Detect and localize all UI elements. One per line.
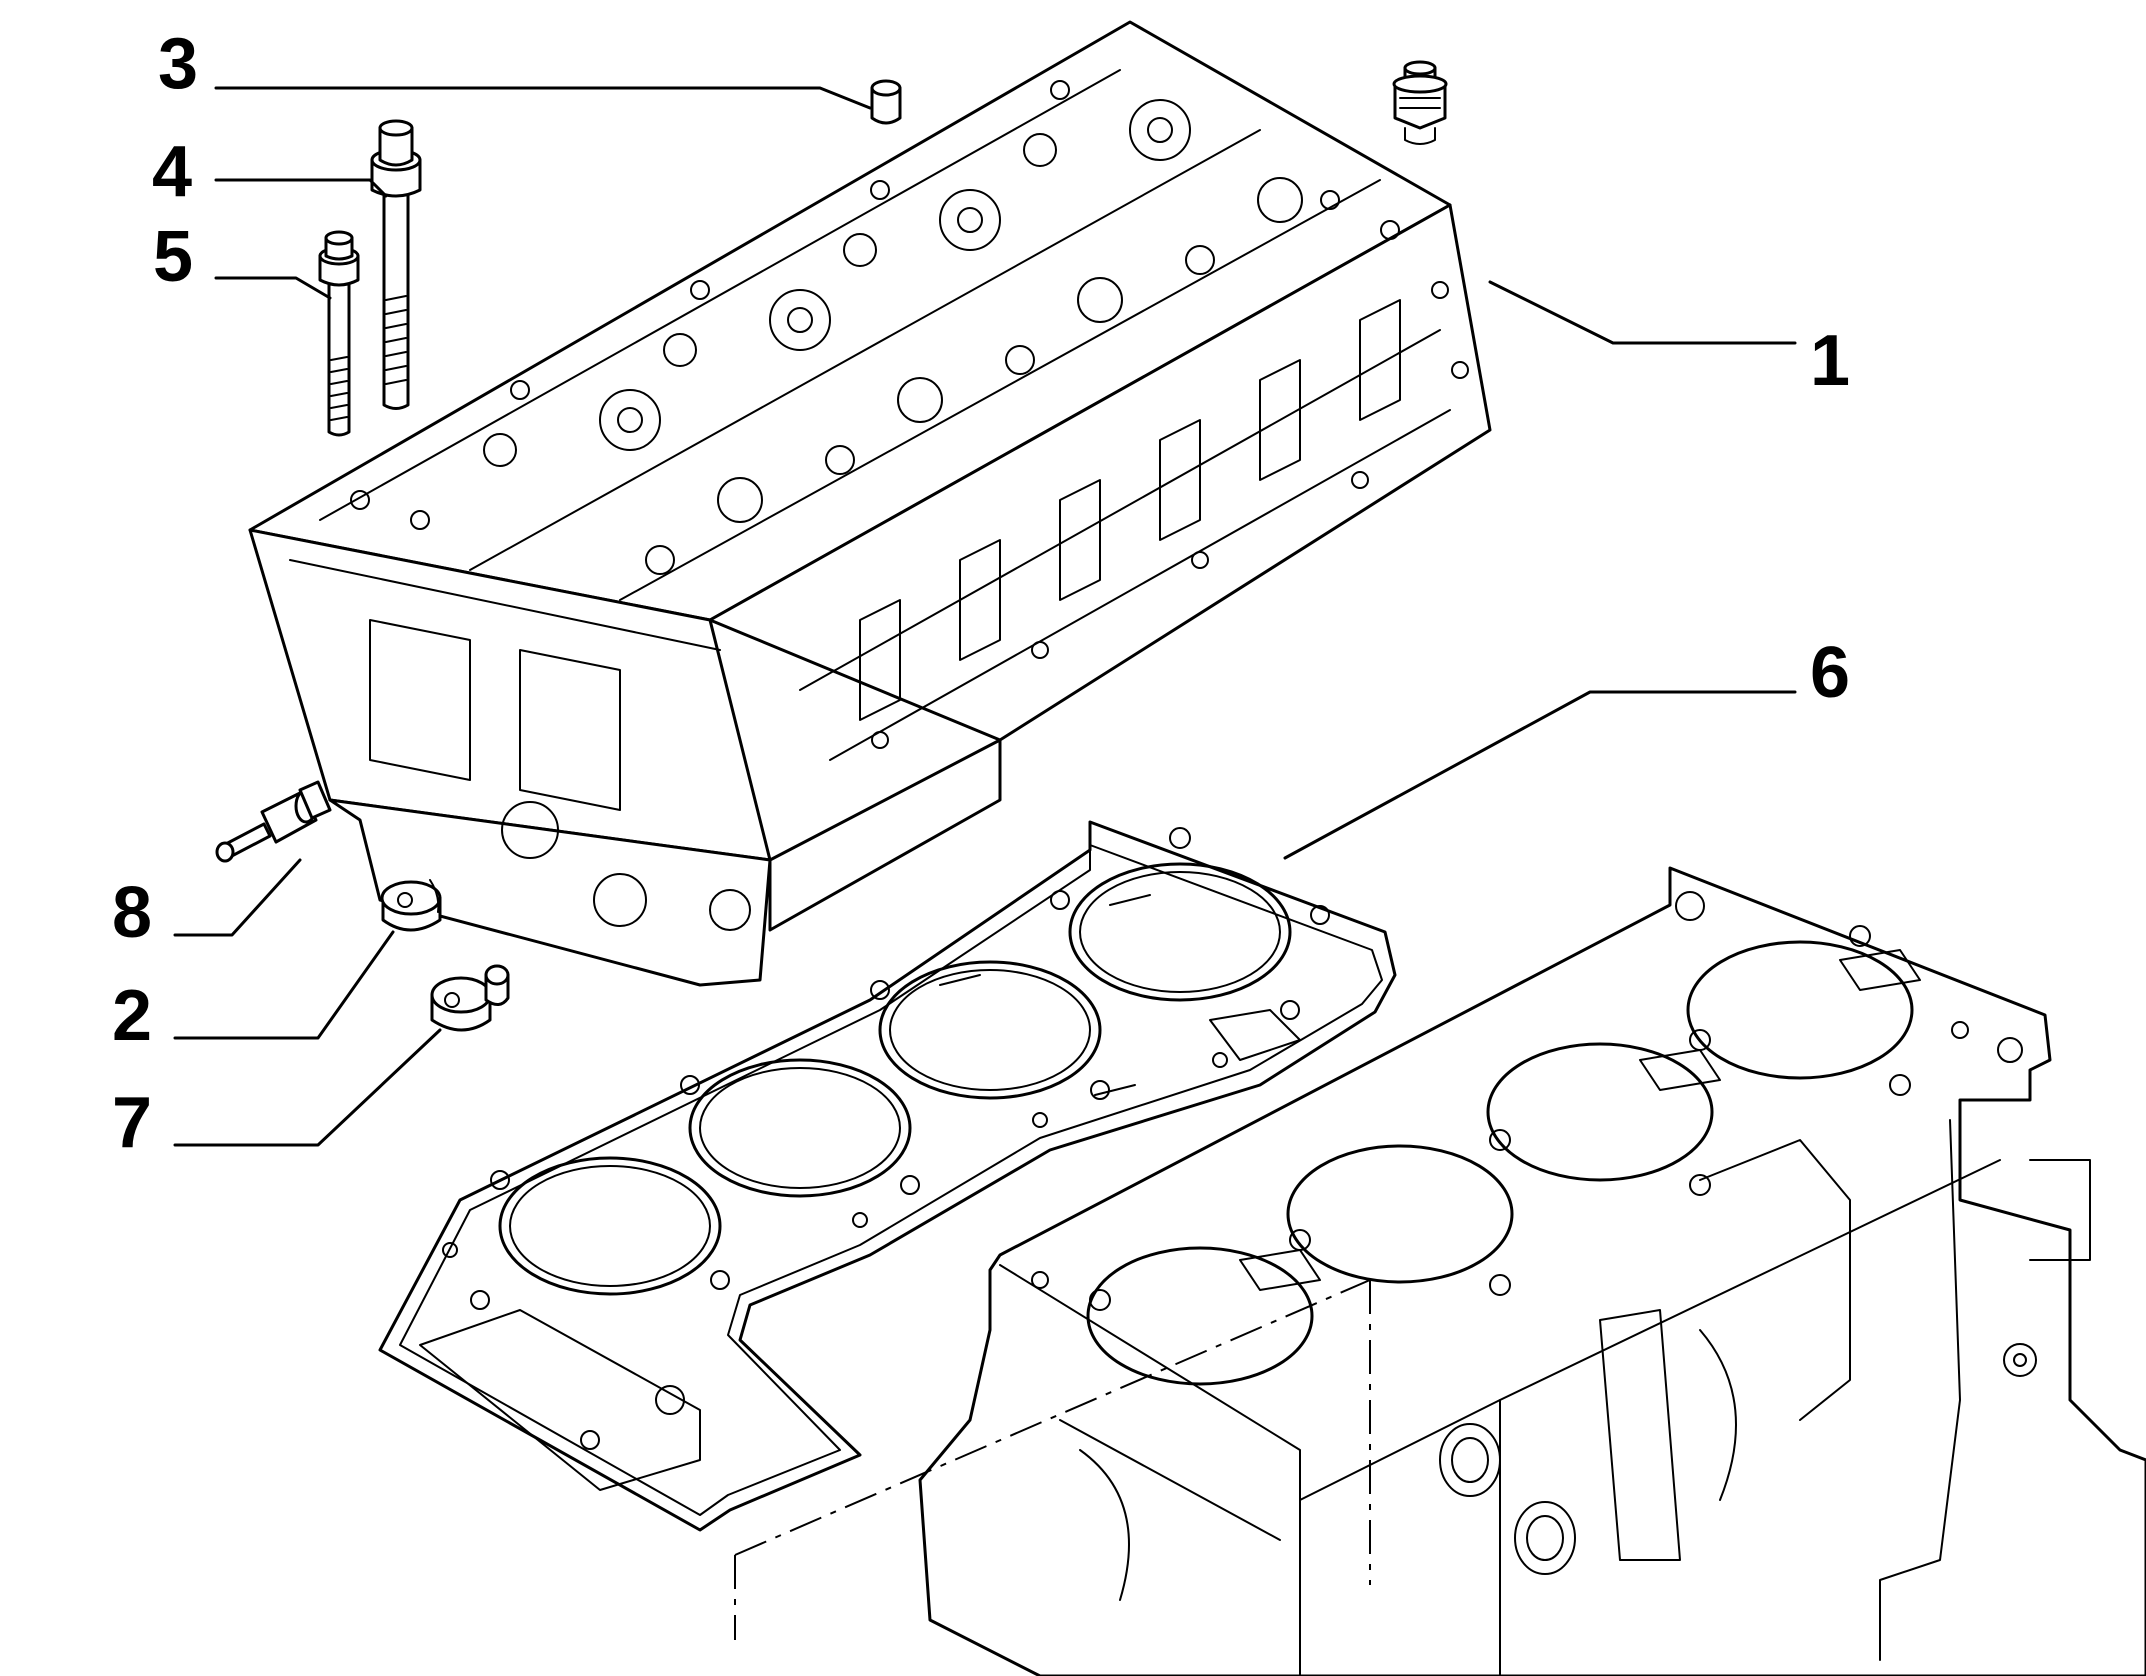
screw-plug-icon[interactable] xyxy=(430,964,510,1032)
long-bolt-icon[interactable] xyxy=(370,119,422,410)
callout-5: 5 xyxy=(153,217,193,297)
dowel-pin-icon[interactable] xyxy=(870,79,902,125)
callout-2: 2 xyxy=(112,976,152,1056)
nipple-fitting-icon[interactable] xyxy=(215,780,332,863)
callout-6: 6 xyxy=(1810,633,1850,713)
cylinder-head-icon[interactable] xyxy=(248,20,1492,987)
callout-1: 1 xyxy=(1810,321,1850,401)
callout-3: 3 xyxy=(158,24,198,104)
centre-lines xyxy=(734,1279,1371,1640)
short-bolt-icon[interactable] xyxy=(318,230,360,437)
plug-icon[interactable] xyxy=(380,879,442,932)
leader-lines xyxy=(173,86,1797,1147)
callout-8: 8 xyxy=(112,873,152,953)
threaded-union-icon[interactable] xyxy=(1392,60,1448,145)
callout-4: 4 xyxy=(152,132,192,212)
head-gasket-icon[interactable] xyxy=(378,820,1397,1532)
callout-7: 7 xyxy=(112,1083,152,1163)
engine-block-icon[interactable] xyxy=(918,866,2146,1676)
